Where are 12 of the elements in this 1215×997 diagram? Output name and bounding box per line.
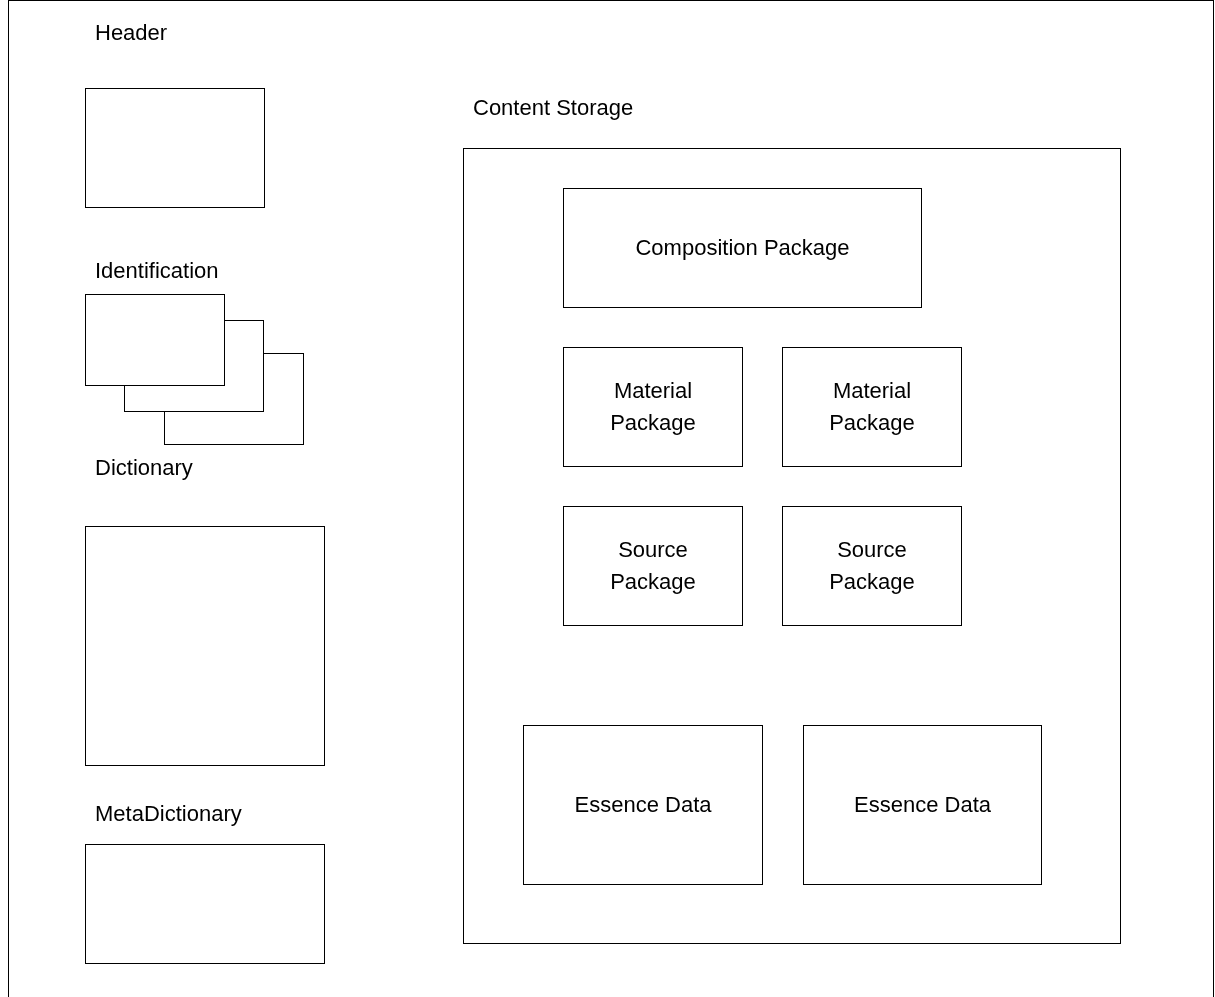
section-heading: Dictionary bbox=[95, 455, 193, 481]
section-heading: Header bbox=[95, 20, 168, 46]
package-box: Material Package bbox=[563, 347, 743, 467]
section-heading: Identification bbox=[95, 258, 219, 284]
section-heading: Content Storage bbox=[473, 95, 634, 121]
package-box: Essence Data bbox=[523, 725, 763, 885]
package-box: Source Package bbox=[563, 506, 743, 626]
package-box: Source Package bbox=[782, 506, 962, 626]
package-box: Composition Package bbox=[563, 188, 922, 308]
package-box: Essence Data bbox=[803, 725, 1042, 885]
package-box: Material Package bbox=[782, 347, 962, 467]
section-heading: MetaDictionary bbox=[95, 801, 242, 827]
